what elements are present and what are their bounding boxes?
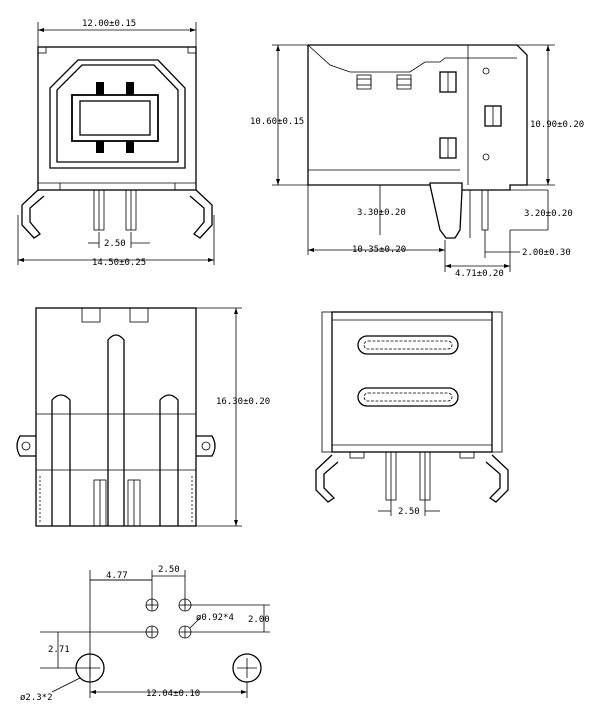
front-view: 12.00±0.15 2.50 14.50±0.25	[17, 19, 215, 268]
rear-pitch-dim: 2.50	[398, 507, 420, 517]
footprint-pitch-x-dim: 2.50	[158, 565, 180, 575]
footprint-mount-span-dim: 12.04±0.10	[146, 689, 200, 699]
footprint-hole-offset-dim: 2.71	[48, 645, 70, 655]
footprint-pin-hole-dim: ø0.92*4	[196, 613, 234, 623]
bottom-view: 16.30±0.20	[16, 307, 270, 527]
side-view: 10.90±0.20 10.60±0.15 3.30±0.20 3.20±0.2…	[250, 44, 584, 279]
footprint-view: 2.00 ø0.92*4 2.71 4.77 2.50 ø2.3*2 12.04…	[20, 565, 270, 703]
footprint-x-offset-dim: 4.77	[106, 571, 128, 581]
side-depth-dim: 10.35±0.20	[352, 245, 406, 255]
side-pin-right-dim: 3.20±0.20	[524, 209, 573, 219]
side-pin-left-dim: 3.30±0.20	[357, 208, 406, 218]
footprint-mount-hole-dim: ø2.3*2	[20, 693, 53, 703]
front-width-dim: 12.00±0.15	[82, 19, 136, 29]
front-overall-dim: 14.50±0.25	[92, 258, 146, 268]
side-height-left-dim: 10.60±0.15	[250, 117, 304, 127]
front-pitch-dim: 2.50	[104, 239, 126, 249]
side-pin-offset-dim: 2.00±0.30	[522, 248, 571, 258]
side-tail-span-dim: 4.71±0.20	[455, 269, 504, 279]
footprint-pitch-y-dim: 2.00	[248, 615, 270, 625]
bottom-length-dim: 16.30±0.20	[216, 397, 270, 407]
side-height-right-dim: 10.90±0.20	[530, 120, 584, 130]
rear-view: 2.50	[315, 311, 509, 517]
